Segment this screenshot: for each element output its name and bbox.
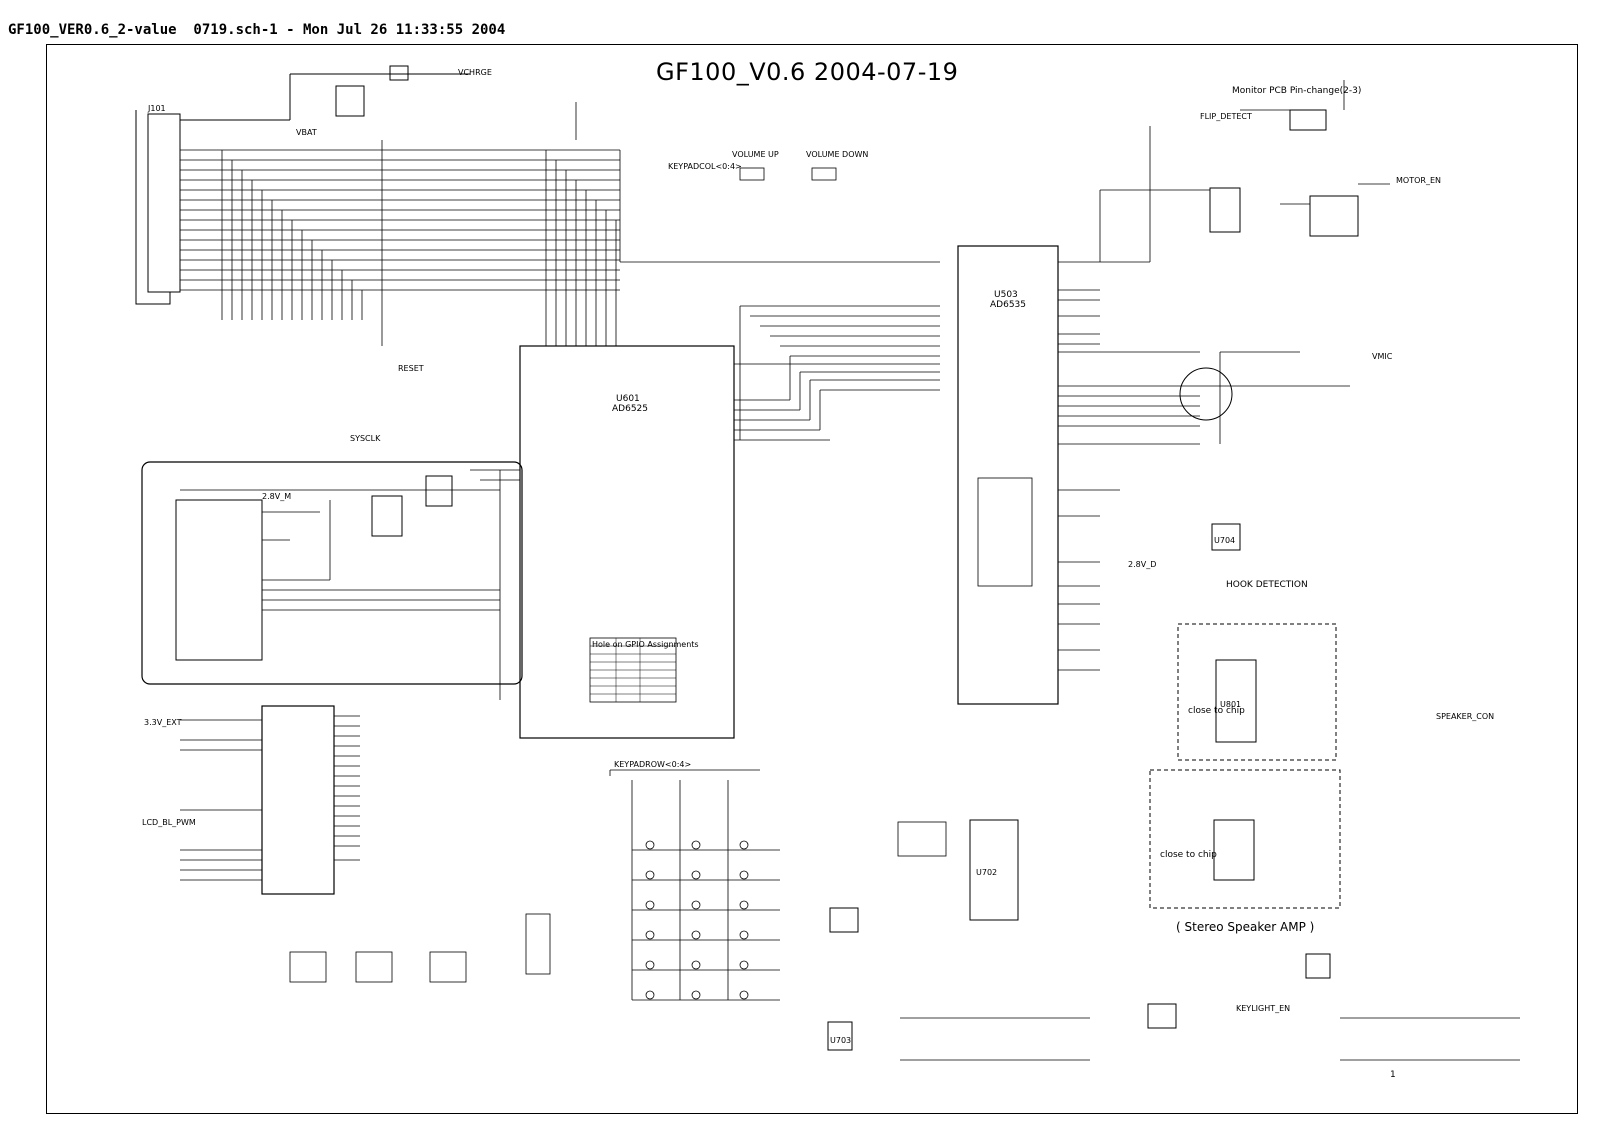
label-monitor-pcb: Monitor PCB Pin-change(2-3) xyxy=(1232,86,1362,96)
u703-body xyxy=(827,1021,853,1051)
led-strings xyxy=(900,1017,1520,1061)
lcd-connector-body xyxy=(261,705,335,895)
gate-u304 xyxy=(371,495,403,537)
label-2v8-m: 2.8V_M xyxy=(262,492,292,501)
label-vmic: VMIC xyxy=(1372,352,1393,361)
u902-body xyxy=(1147,1003,1177,1029)
label-keypadrow: KEYPADROW<0:4> xyxy=(614,760,692,769)
u801-body xyxy=(1215,659,1257,743)
label-u702: U702 xyxy=(976,868,998,877)
volume-up-switch xyxy=(739,167,765,181)
q402-body xyxy=(1305,953,1331,979)
u503-body xyxy=(957,245,1059,705)
label-close-to-chip-2: close to chip xyxy=(1160,850,1217,860)
sheet-title: GF100_V0.6 2004-07-19 xyxy=(656,58,959,86)
address-bus xyxy=(180,149,620,291)
u503-table xyxy=(977,477,1033,587)
memory-block xyxy=(141,461,523,685)
label-u704: U704 xyxy=(1214,536,1236,545)
label-sysclk: SYSCLK xyxy=(350,434,381,443)
memory-bus xyxy=(180,469,520,700)
label-speaker-con: SPEAKER_CON xyxy=(1436,712,1495,721)
label-u503: U503 xyxy=(994,290,1018,300)
u704-body xyxy=(1211,523,1241,551)
label-3v3-ext: 3.3V_EXT xyxy=(144,718,182,727)
label-keypadcol: KEYPADCOL<0:4> xyxy=(668,162,742,171)
amp-box-lower xyxy=(1149,769,1341,909)
ffc-connector xyxy=(525,913,551,975)
label-2v8-d: 2.8V_D xyxy=(1128,560,1157,569)
amp-box-upper xyxy=(1177,623,1337,761)
keypad-matrix xyxy=(609,769,780,1001)
label-keylight-en: KEYLIGHT_EN xyxy=(1236,1004,1291,1013)
label-stereo-amp: ( Stereo Speaker AMP ) xyxy=(1176,920,1315,934)
audio-jack-ring xyxy=(1179,367,1233,421)
u702-body xyxy=(969,819,1019,921)
label-u801: U801 xyxy=(1220,700,1242,709)
u401-body xyxy=(335,85,365,117)
volume-down-switch xyxy=(811,167,837,181)
label-close-to-chip-1: close to chip xyxy=(1188,706,1245,716)
label-u601-part: AD6525 xyxy=(612,404,648,414)
bus-drops xyxy=(221,140,383,346)
file-header: GF100_VER0.6_2-value 0719.sch-1 - Mon Ju… xyxy=(8,22,506,38)
u303-body xyxy=(175,499,263,661)
connector-j101 xyxy=(135,73,470,305)
label-vchrge: VCHRGE xyxy=(458,68,492,77)
label-motor-en: MOTOR_EN xyxy=(1396,176,1441,185)
q501-body xyxy=(829,907,859,933)
u503-pins-right xyxy=(1058,261,1350,671)
label-flip-detect: FLIP_DETECT xyxy=(1200,112,1252,121)
u802-body xyxy=(1213,819,1255,881)
label-u601: U601 xyxy=(616,394,640,404)
u601-body xyxy=(519,345,735,739)
gate-u305 xyxy=(425,475,453,507)
schematic-sheet-border xyxy=(46,44,1578,1114)
label-volume-up: VOLUME UP xyxy=(732,150,779,159)
u601-right-bus xyxy=(734,305,940,441)
label-u703: U703 xyxy=(830,1036,852,1045)
label-sheet-number: 1 xyxy=(1390,1070,1396,1080)
motor-driver xyxy=(1309,195,1359,237)
u504-body xyxy=(1209,187,1241,233)
label-lcd-bl-pwm: LCD_BL_PWM xyxy=(142,818,196,827)
label-volume-down: VOLUME DOWN xyxy=(806,150,869,159)
label-reset: RESET xyxy=(398,364,424,373)
label-gpio-table: Hole on GPIO Assignments xyxy=(592,640,699,649)
esd-array-1 xyxy=(289,951,327,983)
esd-array-3 xyxy=(429,951,467,983)
q401-body xyxy=(389,65,409,81)
esd-array-2 xyxy=(355,951,393,983)
label-j101: J101 xyxy=(148,104,166,113)
label-vbat: VBAT xyxy=(296,128,317,137)
label-u503-part: AD6535 xyxy=(990,300,1026,310)
u702-caps xyxy=(897,821,947,857)
bus-verticals-right xyxy=(545,102,940,346)
label-hook-detection: HOOK DETECTION xyxy=(1226,580,1308,590)
u707-body xyxy=(1289,109,1327,131)
